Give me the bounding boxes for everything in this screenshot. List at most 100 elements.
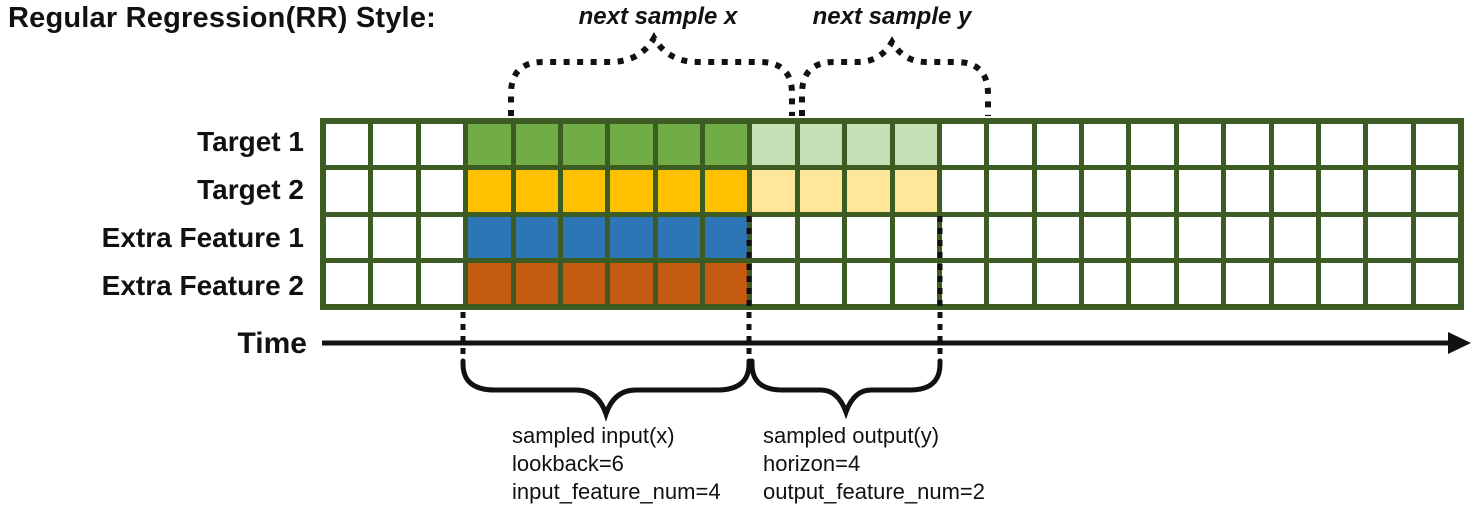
grid-cell-r0-c4	[515, 124, 558, 166]
grid-cell-r3-c9	[752, 262, 795, 304]
grid-cell-r3-c23	[1415, 262, 1458, 304]
grid-cell-r2-c17	[1131, 216, 1174, 258]
grid-cell-r2-c20	[1273, 216, 1316, 258]
grid-cell-r1-c17	[1131, 170, 1174, 212]
grid-cell-r3-c16	[1084, 262, 1127, 304]
grid-cell-r1-c12	[894, 170, 937, 212]
sampled-output-title: sampled output(y)	[763, 423, 940, 448]
grid-cell-r2-c10	[799, 216, 843, 258]
grid-cell-r0-c5	[562, 124, 606, 166]
grid-cell-r0-c8	[705, 124, 748, 166]
grid-cell-r3-c8	[705, 262, 748, 304]
grid-cell-r2-c21	[1320, 216, 1364, 258]
grid-cell-r2-c22	[1368, 216, 1411, 258]
sample-grid	[320, 118, 1464, 310]
grid-cell-r2-c12	[894, 216, 937, 258]
grid-cell-r0-c16	[1084, 124, 1127, 166]
grid-cell-r3-c17	[1131, 262, 1174, 304]
grid-cell-r2-c15	[1036, 216, 1079, 258]
grid-cell-r1-c8	[705, 170, 748, 212]
sampled-input-note: sampled input(x) lookback=6 input_featur…	[512, 422, 721, 506]
grid-cell-r0-c3	[468, 124, 511, 166]
grid-cell-r3-c11	[847, 262, 890, 304]
grid-cell-r1-c15	[1036, 170, 1079, 212]
grid-cell-r2-c14	[989, 216, 1032, 258]
grid-cell-r1-c14	[989, 170, 1032, 212]
grid-cell-r2-c4	[515, 216, 558, 258]
next-sample-y-label: next sample y	[812, 3, 972, 30]
grid-cell-r1-c19	[1226, 170, 1269, 212]
grid-cell-r3-c1	[373, 262, 416, 304]
grid-cell-r1-c10	[799, 170, 843, 212]
sampled-input-brace	[460, 358, 752, 422]
grid-cell-r2-c23	[1415, 216, 1458, 258]
row-label-target-2: Target 2	[197, 174, 304, 205]
grid-cell-r1-c11	[847, 170, 890, 212]
grid-cell-r0-c20	[1273, 124, 1316, 166]
grid-cell-r3-c13	[941, 262, 985, 304]
next-sample-y-brace	[799, 36, 991, 116]
grid-cell-r1-c5	[562, 170, 606, 212]
grid-cell-r1-c16	[1084, 170, 1127, 212]
grid-cell-r2-c18	[1178, 216, 1222, 258]
grid-cell-r0-c22	[1368, 124, 1411, 166]
grid-cell-r0-c14	[989, 124, 1032, 166]
grid-cell-r2-c7	[657, 216, 700, 258]
grid-cell-r1-c18	[1178, 170, 1222, 212]
grid-cell-r2-c11	[847, 216, 890, 258]
grid-cell-r0-c0	[326, 124, 369, 166]
grid-cell-r1-c9	[752, 170, 795, 212]
grid-cell-r2-c16	[1084, 216, 1127, 258]
grid-cell-r3-c18	[1178, 262, 1222, 304]
grid-cell-r2-c5	[562, 216, 606, 258]
grid-cell-r3-c15	[1036, 262, 1079, 304]
grid-cell-r2-c2	[420, 216, 464, 258]
lookback-value: lookback=6	[512, 451, 624, 476]
grid-cell-r2-c1	[373, 216, 416, 258]
grid-cell-r0-c2	[420, 124, 464, 166]
grid-cell-r3-c10	[799, 262, 843, 304]
grid-cell-r3-c22	[1368, 262, 1411, 304]
grid-cell-r1-c23	[1415, 170, 1458, 212]
grid-cell-r0-c13	[941, 124, 985, 166]
grid-cell-r0-c15	[1036, 124, 1079, 166]
row-label-extra-feature-2: Extra Feature 2	[101, 270, 304, 301]
grid-cell-r0-c19	[1226, 124, 1269, 166]
grid-cell-r3-c2	[420, 262, 464, 304]
grid-cell-r3-c12	[894, 262, 937, 304]
grid-cell-r0-c10	[799, 124, 843, 166]
grid-cell-r1-c22	[1368, 170, 1411, 212]
grid-cell-r0-c12	[894, 124, 937, 166]
grid-cell-r0-c6	[610, 124, 653, 166]
time-axis-arrowhead	[1448, 332, 1471, 354]
grid-cell-r0-c1	[373, 124, 416, 166]
time-axis-label: Time	[237, 327, 307, 360]
grid-cell-r0-c9	[752, 124, 795, 166]
next-sample-x-brace	[508, 32, 795, 116]
row-label-extra-feature-1: Extra Feature 1	[101, 222, 304, 253]
grid-cell-r2-c6	[610, 216, 653, 258]
grid-cell-r2-c8	[705, 216, 748, 258]
input-feature-num-value: input_feature_num=4	[512, 479, 721, 504]
grid-cell-r3-c21	[1320, 262, 1364, 304]
row-label-target-1: Target 1	[197, 126, 304, 157]
grid-cell-r1-c7	[657, 170, 700, 212]
output-feature-num-value: output_feature_num=2	[763, 479, 986, 504]
grid-cell-r2-c19	[1226, 216, 1269, 258]
grid-cell-r0-c18	[1178, 124, 1222, 166]
grid-cell-r2-c9	[752, 216, 795, 258]
grid-cell-r1-c3	[468, 170, 511, 212]
grid-cell-r3-c0	[326, 262, 369, 304]
grid-cell-r1-c21	[1320, 170, 1364, 212]
grid-cell-r1-c1	[373, 170, 416, 212]
grid-cell-r2-c0	[326, 216, 369, 258]
grid-cell-r0-c7	[657, 124, 700, 166]
grid-cell-r3-c20	[1273, 262, 1316, 304]
sampled-output-note: sampled output(y) horizon=4 output_featu…	[763, 422, 985, 506]
grid-cell-r3-c14	[989, 262, 1032, 304]
grid-cell-r1-c6	[610, 170, 653, 212]
grid-cell-r0-c11	[847, 124, 890, 166]
next-sample-x-label: next sample x	[578, 3, 738, 30]
grid-cell-r1-c4	[515, 170, 558, 212]
grid-cell-r3-c6	[610, 262, 653, 304]
